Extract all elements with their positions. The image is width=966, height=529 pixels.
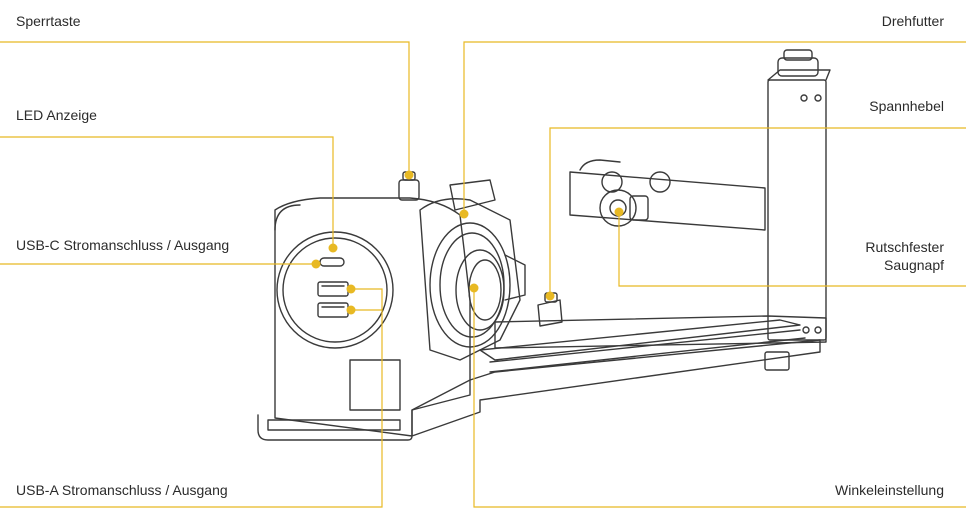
label-rutschfester: Rutschfester <box>865 238 944 256</box>
label-sperrtaste: Sperrtaste <box>16 12 81 30</box>
dot-sperrtaste <box>405 171 414 180</box>
label-led-anzeige: LED Anzeige <box>16 106 97 124</box>
line-led <box>0 137 333 248</box>
dot-usba-2 <box>347 306 356 315</box>
label-usb-a: USB-A Stromanschluss / Ausgang <box>16 481 228 499</box>
label-usb-c: USB-C Stromanschluss / Ausgang <box>16 236 229 254</box>
dot-saugnapf <box>615 208 624 217</box>
label-saugnapf: Saugnapf <box>884 256 944 274</box>
dot-led <box>329 244 338 253</box>
label-spannhebel: Spannhebel <box>869 97 944 115</box>
dot-usbc <box>312 260 321 269</box>
label-drehfutter: Drehfutter <box>882 12 944 30</box>
line-winkel <box>474 288 966 507</box>
line-usba <box>0 289 382 507</box>
dot-spannhebel <box>546 292 555 301</box>
label-winkeleinstellung: Winkeleinstellung <box>835 481 944 499</box>
dot-usba-1 <box>347 285 356 294</box>
dot-winkel <box>470 284 479 293</box>
dot-drehfutter <box>460 210 469 219</box>
